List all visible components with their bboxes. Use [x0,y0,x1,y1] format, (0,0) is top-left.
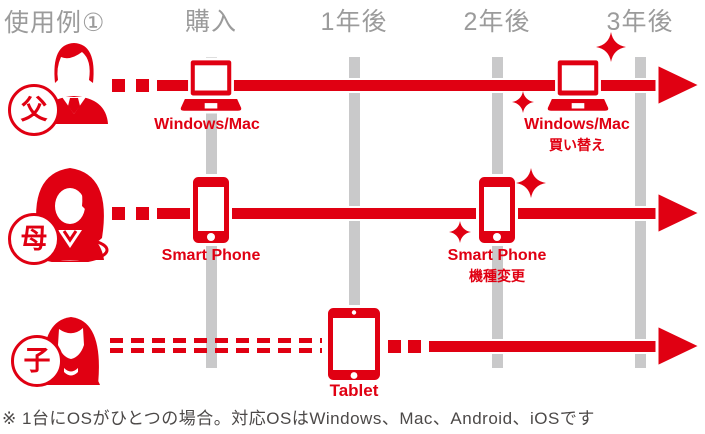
person-badge-child: 子 [11,335,63,387]
arrowhead-icon [655,61,703,109]
device-label: Tablet [329,381,379,400]
laptop-icon [178,57,244,114]
arrowhead-icon [655,189,703,237]
sparkle-icon [596,32,626,62]
smartphone-icon [190,174,232,246]
timeline-dash-square [112,207,125,220]
child-dashed-line [110,338,322,343]
device-label: Windows/Mac [524,116,630,133]
device-label: Windows/Mac [154,116,260,133]
column-header-year3: 3年後 [606,8,674,36]
device-label: Smart Phone [161,247,261,264]
tablet-icon [325,305,383,383]
timeline-dash-square [388,340,401,353]
timeline-dash-square [112,79,125,92]
device-sublabel: 機種変更 [469,268,525,284]
timeline-dash-square [136,207,149,220]
column-header-year1: 1年後 [320,8,388,36]
child-timeline-bar [427,339,664,354]
sparkle-icon [516,168,546,198]
smartphone-icon [476,174,518,246]
person-badge-mother: 母 [8,213,60,265]
child-dashed-line [110,348,322,353]
column-header-purchase: 購入 [184,8,238,36]
person-badge-label: 父 [20,94,48,125]
person-badge-father: 父 [8,84,60,136]
device-label: Smart Phone [447,247,547,264]
timeline-dash-square [408,340,421,353]
diagram-title: 使用例① [4,9,106,37]
arrowhead-icon [655,322,703,370]
person-badge-label: 母 [20,223,48,254]
sparkle-icon [449,221,471,243]
person-badge-label: 子 [23,345,51,376]
column-header-year2: 2年後 [463,8,531,36]
timeline-dash-square [136,79,149,92]
laptop-icon [545,57,611,114]
sparkle-icon [512,91,534,113]
footnote: ※ 1台にOSがひとつの場合。対応OSはWindows、Mac、Android、… [2,409,595,428]
device-sublabel: 買い替え [549,137,605,153]
